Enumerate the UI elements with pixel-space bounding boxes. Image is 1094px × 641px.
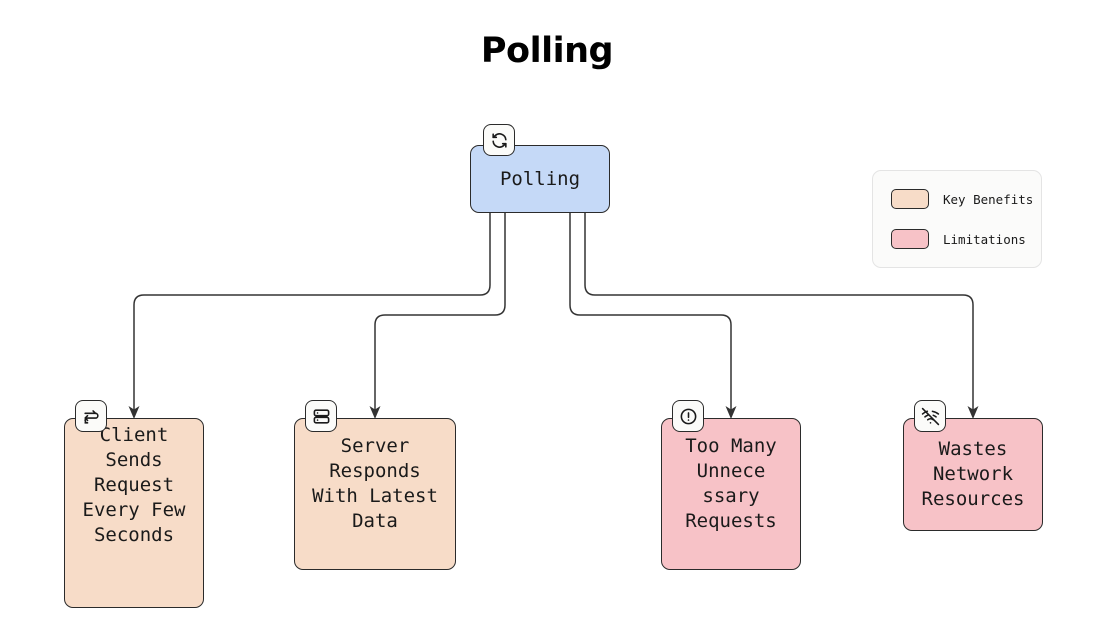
node-4-label: Wastes Network Resources — [921, 438, 1025, 510]
node-root-label: Polling — [499, 167, 581, 190]
edge-arrowheads — [128, 406, 979, 419]
legend-label-key-benefits: Key Benefits — [943, 191, 1034, 207]
server-rack-icon — [305, 400, 337, 432]
edge-root-to-node-1 — [133, 212, 491, 414]
node-2-label: Server Responds With Latest Data — [312, 435, 438, 532]
wifi-off-icon — [914, 400, 946, 432]
edge-root-to-node-2 — [374, 212, 506, 414]
legend: Key Benefits Limitations — [872, 170, 1042, 268]
node-too-many-requests[interactable]: Too Many Unnece ssary Requests — [661, 418, 801, 570]
edge-root-to-node-4 — [584, 212, 974, 414]
legend-item-limitations: Limitations — [891, 229, 1026, 249]
node-1-label: Client Sends Request Every Few Seconds — [82, 423, 186, 546]
node-server-responds[interactable]: Server Responds With Latest Data — [294, 418, 456, 570]
legend-swatch-limitations — [891, 229, 929, 249]
legend-label-limitations: Limitations — [943, 231, 1026, 247]
repeat-arrows-icon — [75, 400, 107, 432]
legend-item-key-benefits: Key Benefits — [891, 189, 1033, 209]
node-3-label: Too Many Unnece ssary Requests — [685, 435, 777, 532]
node-wastes-network-resources[interactable]: Wastes Network Resources — [903, 418, 1043, 531]
node-client-sends-request[interactable]: Client Sends Request Every Few Seconds — [64, 418, 204, 608]
alert-circle-icon — [672, 400, 704, 432]
node-root-polling[interactable]: Polling — [470, 145, 610, 213]
legend-swatch-key-benefits — [891, 189, 929, 209]
edge-root-to-node-3 — [569, 212, 732, 414]
page-title: Polling — [480, 31, 614, 71]
refresh-sync-icon — [483, 124, 515, 156]
